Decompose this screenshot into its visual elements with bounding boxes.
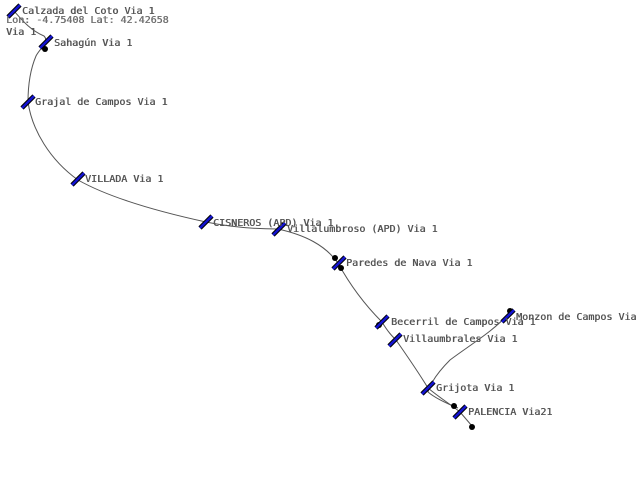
junction-dot-palencia-1 xyxy=(469,424,475,430)
station-label-villalumbroso[interactable]: Villalumbroso (APD) Via 1 xyxy=(287,224,438,235)
station-marker-villaumbrales[interactable] xyxy=(388,333,402,347)
station-marker-grajal[interactable] xyxy=(21,95,35,109)
railway-line-main xyxy=(13,10,461,413)
coordinate-readout: Lon: -4.75408 Lat: 42.42658 xyxy=(6,15,169,26)
station-label-becerril[interactable]: Becerril de Campos Via 1 xyxy=(391,317,536,328)
station-marker-sahagun[interactable] xyxy=(39,35,53,49)
station-marker-grijota[interactable] xyxy=(421,381,435,395)
junction-dot-paredes-1 xyxy=(338,265,344,271)
station-label-sahagun[interactable]: Sahagún Via 1 xyxy=(54,38,133,49)
station-marker-palencia[interactable] xyxy=(453,405,467,419)
station-label-villada[interactable]: VILLADA Via 1 xyxy=(85,174,164,185)
station-marker-calzada[interactable] xyxy=(7,4,21,18)
junction-dot-paredes-0 xyxy=(332,255,338,261)
station-label-cisneros[interactable]: CISNEROS (APD) Via 1 xyxy=(213,218,334,229)
station-label-palencia[interactable]: PALENCIA Via21 xyxy=(468,407,553,418)
station-label-grajal[interactable]: Grajal de Campos Via 1 xyxy=(35,97,168,108)
station-marker-becerril[interactable] xyxy=(375,315,389,329)
station-marker-villalumbroso[interactable] xyxy=(272,222,286,236)
station-marker-villada[interactable] xyxy=(71,172,85,186)
station-label-calzada[interactable]: Calzada del Coto Via 1 xyxy=(22,6,155,17)
station-label-paredes[interactable]: Paredes de Nava Via 1 xyxy=(346,258,473,269)
station-label-monzon[interactable]: Monzon de Campos Via 1 xyxy=(516,312,639,323)
railway-line-branch-monzon xyxy=(427,313,509,409)
station-marker-paredes[interactable] xyxy=(332,256,346,270)
station-marker-cisneros[interactable] xyxy=(199,215,213,229)
station-label-offscreen: s Via 1 xyxy=(0,27,37,38)
station-marker-monzon[interactable] xyxy=(501,309,515,323)
station-label-villaumbrales[interactable]: Villaumbrales Via 1 xyxy=(403,334,518,345)
station-label-grijota[interactable]: Grijota Via 1 xyxy=(436,383,515,394)
junction-dot-palencia-0 xyxy=(451,403,457,409)
railway-line-spur-palencia xyxy=(459,411,473,427)
